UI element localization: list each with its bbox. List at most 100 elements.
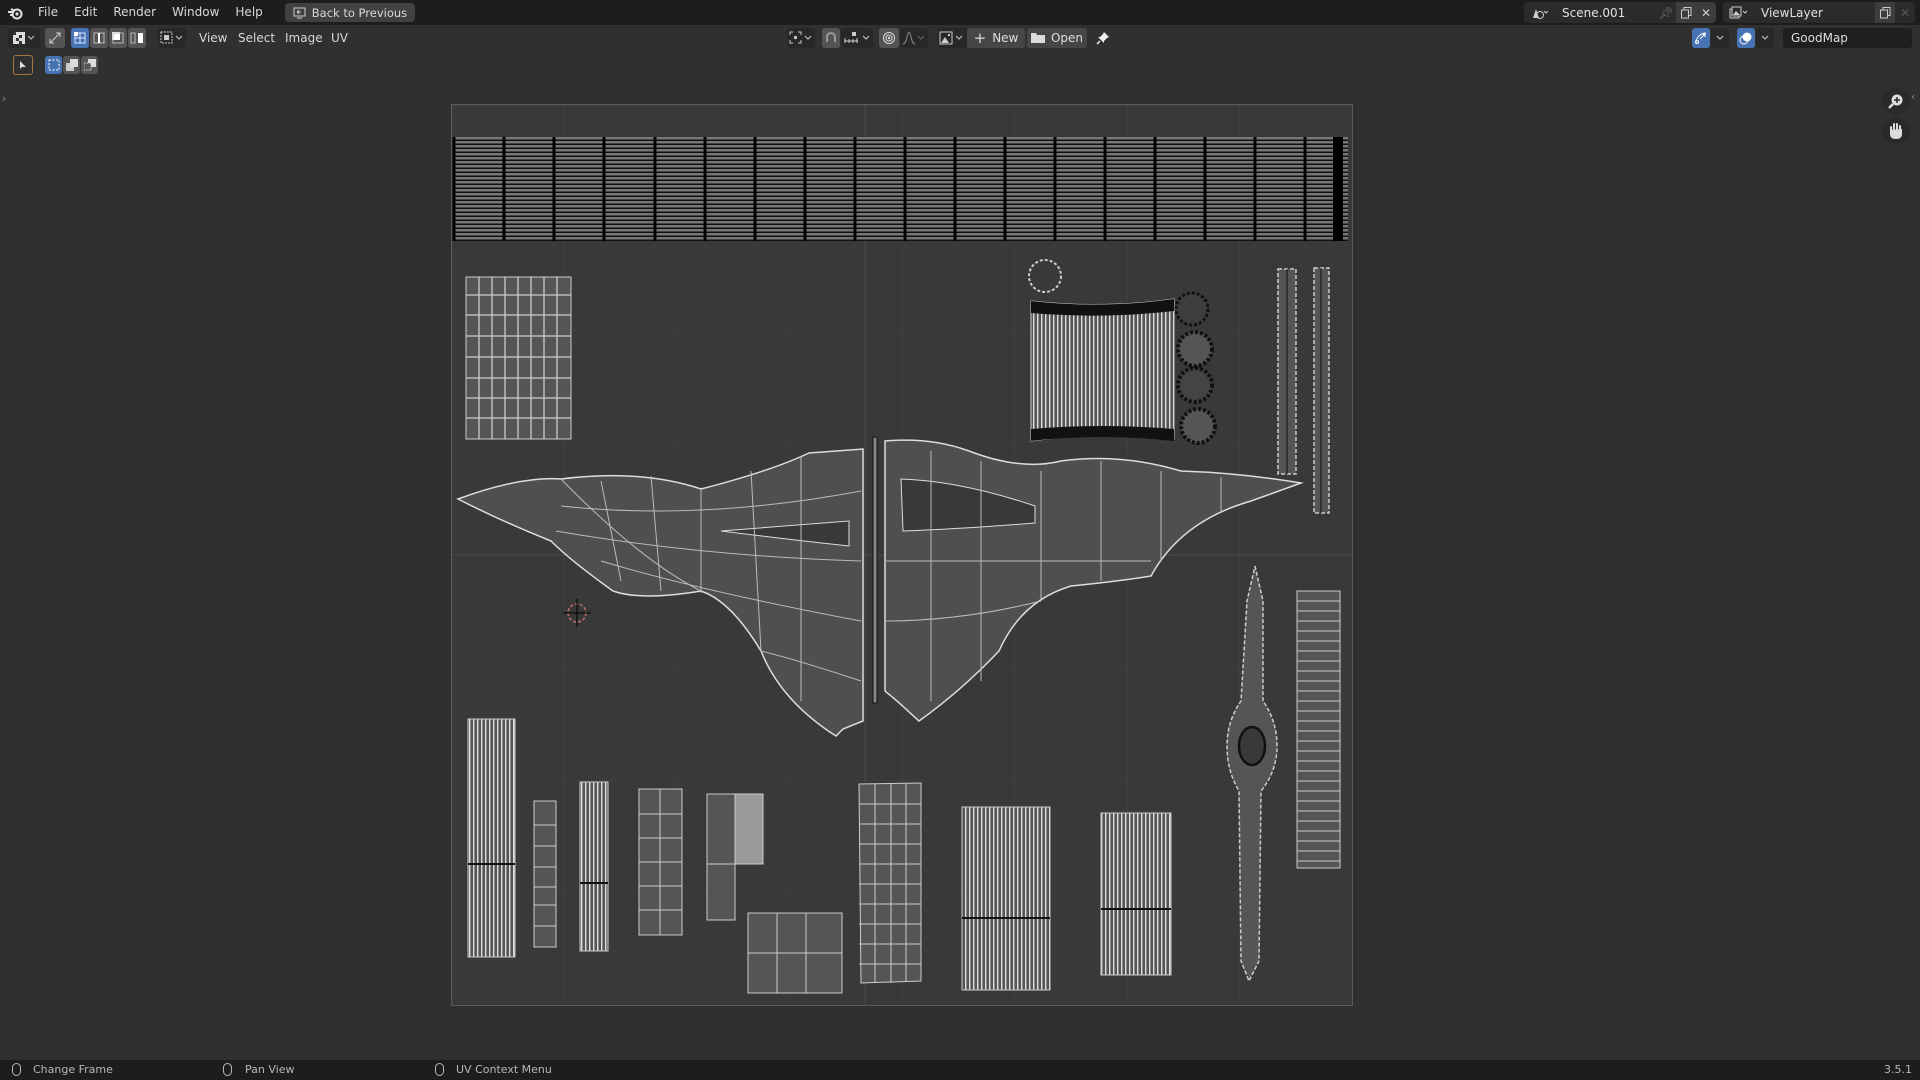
sticky-selection-dropdown[interactable]	[158, 28, 186, 48]
uv-editor-icon	[13, 32, 35, 44]
menu-image[interactable]: Image	[285, 31, 323, 45]
menu-view[interactable]: View	[199, 31, 228, 45]
select-mode-face[interactable]	[109, 28, 127, 48]
back-to-previous-label: Back to Previous	[311, 5, 408, 20]
select-mode-extend[interactable]	[63, 56, 80, 74]
status-right-hint: UV Context Menu	[456, 1063, 552, 1076]
uv-island-bottom-middle	[858, 782, 1172, 991]
snap-target-dropdown[interactable]	[841, 28, 873, 48]
overlays-toggle[interactable]	[1737, 28, 1755, 48]
uv-island-ladder	[1296, 590, 1341, 869]
uv-map-selector[interactable]: GoodMap	[1783, 28, 1912, 48]
select-mode-subtract[interactable]	[81, 56, 98, 74]
edge-select-icon	[93, 32, 105, 44]
sync-arrows-icon	[49, 32, 61, 44]
delete-view-layer-icon[interactable]: ✕	[1899, 5, 1911, 20]
uv-space-frame[interactable]	[451, 104, 1353, 1006]
proportional-editing-toggle[interactable]	[879, 28, 899, 48]
view-layer-icon[interactable]	[1723, 6, 1753, 20]
vertex-select-icon	[74, 32, 86, 44]
gizmo-dropdown[interactable]	[1711, 28, 1729, 48]
scene-selector: Scene.001 📌︎ ✕	[1524, 2, 1716, 23]
overlays-dropdown[interactable]	[1756, 28, 1774, 48]
status-left-hint: Change Frame	[33, 1063, 113, 1076]
hand-pan-icon	[1890, 123, 1902, 140]
mouse-left-icon	[12, 1063, 21, 1076]
uv-layout[interactable]	[452, 105, 1352, 1005]
face-select-icon	[112, 32, 124, 44]
pan-view-button[interactable]	[1882, 117, 1910, 145]
overlays-icon	[1739, 32, 1752, 45]
zoom-view-button[interactable]	[1882, 87, 1910, 115]
menu-file[interactable]: File	[38, 5, 59, 19]
select-subtract-icon	[83, 59, 96, 71]
menu-window[interactable]: Window	[172, 5, 220, 19]
uv-2d-cursor	[563, 599, 591, 627]
snap-toggle[interactable]	[822, 28, 840, 48]
uv-island-thin-strips	[1277, 267, 1330, 514]
snap-increment-icon	[844, 32, 870, 43]
plus-icon: +	[973, 29, 987, 47]
island-select-icon	[130, 32, 143, 44]
zoom-magnifier-icon	[1888, 94, 1903, 109]
duplicate-view-layer-icon[interactable]	[1875, 2, 1895, 23]
proportional-falloff-dropdown[interactable]	[900, 28, 928, 48]
pivot-icon	[789, 31, 812, 44]
top-bar: File Edit Render Window Help Back to Pre…	[0, 0, 1920, 25]
gizmo-icon	[1695, 32, 1707, 44]
select-mode-island[interactable]	[128, 28, 146, 48]
menu-render[interactable]: Render	[113, 5, 157, 19]
sidebar-expand-arrow[interactable]: ›	[2, 92, 7, 105]
view-layer-name[interactable]: ViewLayer	[1761, 5, 1823, 20]
gizmo-toggle[interactable]	[1692, 28, 1710, 48]
back-screen-icon	[293, 7, 306, 18]
proportional-edit-icon	[883, 32, 895, 44]
uv-island-bottom-strips	[467, 718, 683, 958]
uv-island-main-right	[884, 439, 1304, 722]
image-browse-dropdown[interactable]	[937, 28, 967, 48]
mouse-middle-icon	[223, 1063, 232, 1076]
select-new-icon	[48, 59, 59, 71]
open-image-button[interactable]: Open	[1027, 28, 1087, 48]
pivot-point-dropdown[interactable]	[787, 28, 815, 48]
select-mode-vertex[interactable]	[71, 28, 89, 48]
blender-logo-icon[interactable]	[0, 0, 30, 25]
menu-help[interactable]: Help	[235, 5, 263, 19]
scene-icon[interactable]	[1524, 6, 1554, 20]
sync-selection-toggle[interactable]	[45, 28, 65, 48]
uv-island-selected	[706, 793, 843, 994]
menu-edit[interactable]: Edit	[74, 5, 98, 19]
tool-select-box[interactable]	[13, 55, 33, 75]
scene-name[interactable]: Scene.001	[1562, 5, 1626, 20]
uv-island-grid-left	[465, 276, 572, 440]
folder-icon	[1030, 33, 1045, 43]
pin-image-toggle[interactable]	[1093, 28, 1113, 48]
menu-select[interactable]: Select	[238, 31, 276, 45]
uv-map-name: GoodMap	[1791, 31, 1848, 45]
uv-island-top-strip	[452, 137, 1348, 241]
new-image-button[interactable]: + New	[967, 28, 1025, 48]
duplicate-scene-icon[interactable]	[1676, 2, 1696, 23]
cursor-arrow-icon	[20, 61, 26, 69]
version-label: 3.5.1	[1884, 1063, 1912, 1076]
select-extend-icon	[65, 59, 78, 71]
toolbar-collapse-arrow[interactable]: ‹	[1911, 90, 1916, 103]
editor-type-dropdown[interactable]	[8, 28, 40, 48]
selected-face	[734, 793, 764, 865]
menu-uv[interactable]: UV	[331, 31, 348, 45]
back-to-previous-button[interactable]: Back to Previous	[284, 3, 416, 22]
uv-island-cylinder	[1028, 259, 1217, 445]
status-middle-hint: Pan View	[245, 1063, 295, 1076]
chevron-down-icon	[1716, 35, 1724, 40]
sticky-select-icon	[160, 31, 183, 44]
select-mode-new[interactable]	[45, 56, 62, 74]
chevron-down-icon	[1761, 35, 1769, 40]
open-image-label: Open	[1050, 31, 1084, 45]
status-bar: Change Frame Pan View UV Context Menu 3.…	[0, 1060, 1920, 1080]
pin-scene-icon[interactable]: 📌︎	[1658, 5, 1674, 20]
view-layer-selector: ViewLayer ✕	[1723, 2, 1915, 23]
delete-scene-icon[interactable]: ✕	[1696, 2, 1716, 23]
mouse-right-icon	[435, 1063, 444, 1076]
select-mode-edge[interactable]	[90, 28, 108, 48]
uv-island-main-left	[456, 448, 864, 737]
